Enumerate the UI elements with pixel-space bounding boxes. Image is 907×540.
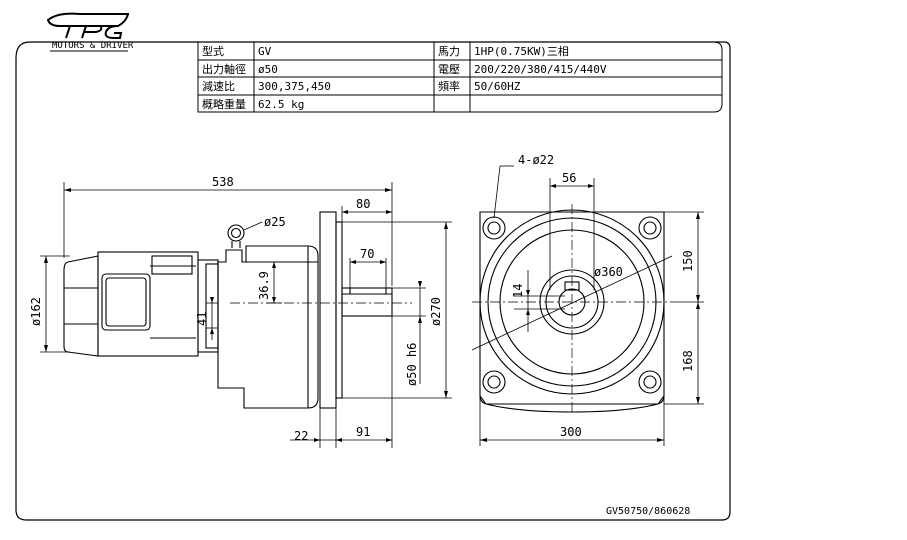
dim-41: 41 xyxy=(195,312,209,326)
front-view-dims xyxy=(471,165,704,446)
logo-tagline: MOTORS & DRIVER xyxy=(52,41,134,51)
front-view-labels: 4-ø22 56 ø360 300 14 150 168 xyxy=(511,153,695,439)
spec-value-weight: 62.5 kg xyxy=(258,98,304,111)
spec-table-text: 型式 GV 馬力 1HP(0.75KW)三相 出力軸徑 ø50 電壓 200/2… xyxy=(202,44,607,111)
outer-frame xyxy=(15,41,731,521)
spec-value-shaft: ø50 xyxy=(258,63,278,76)
dim-motor-diameter: ø162 xyxy=(29,297,43,326)
dim-key-width: 14 xyxy=(511,284,525,298)
dim-56: 56 xyxy=(562,171,576,185)
dim-70: 70 xyxy=(360,247,374,261)
side-view-labels: 538 ø25 80 70 22 91 ø162 36.9 41 ø270 ø5… xyxy=(29,175,443,443)
dim-22: 22 xyxy=(294,429,308,443)
logo: MOTORS & DRIVER xyxy=(46,12,134,52)
dim-base-width: 300 xyxy=(560,425,582,439)
dim-80: 80 xyxy=(356,197,370,211)
spec-label-frequency: 頻率 xyxy=(438,79,460,93)
dim-shaft-diameter: ø50 h6 xyxy=(405,343,419,386)
dim-36-9: 36.9 xyxy=(257,271,271,300)
side-view-dims xyxy=(40,182,452,448)
spec-value-ratio: 300,375,450 xyxy=(258,80,331,93)
spec-label-shaft: 出力軸徑 xyxy=(202,62,246,76)
dim-mounting-holes: 4-ø22 xyxy=(518,153,554,167)
spec-value-power: 1HP(0.75KW)三相 xyxy=(474,45,569,58)
spec-value-model: GV xyxy=(258,45,272,58)
dim-91: 91 xyxy=(356,425,370,439)
dim-pcd: ø360 xyxy=(594,265,623,279)
spec-label-power: 馬力 xyxy=(438,45,460,58)
dim-overall-length: 538 xyxy=(212,175,234,189)
dim-height-bottom: 168 xyxy=(681,350,695,372)
spec-label-weight: 概略重量 xyxy=(202,97,246,111)
dim-eyebolt: ø25 xyxy=(264,215,286,229)
spec-value-frequency: 50/60HZ xyxy=(474,80,521,93)
spec-value-voltage: 200/220/380/415/440V xyxy=(474,63,607,76)
logo-mark xyxy=(46,12,130,39)
dim-flange-diameter: ø270 xyxy=(429,297,443,326)
spec-table xyxy=(197,41,723,113)
front-view xyxy=(472,204,672,414)
dim-height-top: 150 xyxy=(681,250,695,272)
drawing-number: GV50750/860628 xyxy=(606,506,690,517)
spec-label-ratio: 減速比 xyxy=(202,79,235,93)
spec-label-voltage: 電壓 xyxy=(438,63,460,76)
side-view xyxy=(63,211,412,409)
spec-label-model: 型式 xyxy=(202,44,224,58)
